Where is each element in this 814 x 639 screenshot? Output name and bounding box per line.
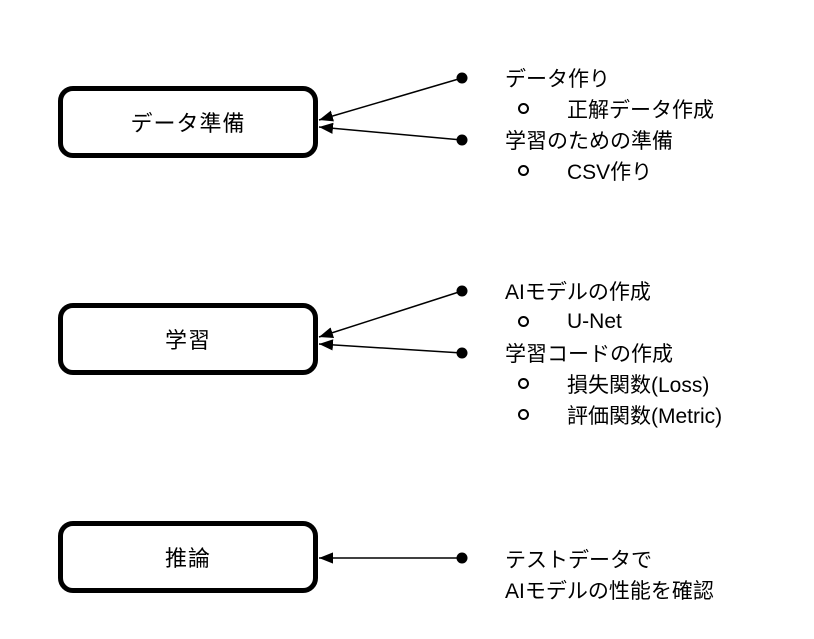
list-subitem: 評価関数(Metric) — [450, 399, 810, 430]
list-item: 学習コードの作成 — [450, 337, 810, 368]
process-box-training: 学習 — [58, 303, 318, 375]
list-item: AIモデルの作成 — [450, 275, 810, 306]
list-item-text: AIモデルの作成 — [505, 280, 651, 304]
arrow-connector — [318, 290, 463, 339]
list-subitem: 正解データ作成 — [450, 93, 810, 124]
list-item-text: AIモデルの性能を確認 — [505, 579, 714, 603]
bullet-list-inference: テストデータで AIモデルの性能を確認 — [450, 543, 810, 605]
hollow-circle-icon — [518, 316, 529, 327]
list-subitem: U-Net — [450, 306, 810, 337]
process-box-label: データ準備 — [130, 111, 246, 136]
list-item-text: 学習のための準備 — [505, 129, 673, 153]
list-item: テストデータで — [450, 543, 810, 574]
arrow-connector — [318, 122, 463, 141]
arrow-connector — [318, 77, 463, 122]
arrow-connector — [318, 339, 463, 354]
hollow-circle-icon — [518, 103, 529, 114]
process-box-label: 推論 — [164, 546, 211, 571]
bullet-list-data-preparation: データ作り 正解データ作成 学習のための準備 CSV作り — [450, 62, 810, 186]
list-item-text: CSV作り — [567, 160, 653, 184]
list-item-text: 正解データ作成 — [567, 98, 714, 122]
list-item-text: データ作り — [505, 67, 610, 91]
list-subitem: 損失関数(Loss) — [450, 368, 810, 399]
list-item-text: テストデータで — [505, 548, 652, 572]
list-item-text: 学習コードの作成 — [505, 342, 673, 366]
list-item-text: 損失関数(Loss) — [567, 373, 710, 397]
hollow-circle-icon — [518, 165, 529, 176]
process-box-inference: 推論 — [58, 521, 318, 593]
list-item-text: U-Net — [567, 309, 622, 333]
list-item-text: 評価関数(Metric) — [567, 404, 723, 428]
process-box-label: 学習 — [164, 328, 211, 353]
hollow-circle-icon — [518, 378, 529, 389]
list-item: データ作り — [450, 62, 810, 93]
hollow-circle-icon — [518, 409, 529, 420]
list-item: 学習のための準備 — [450, 124, 810, 155]
list-subitem: CSV作り — [450, 155, 810, 186]
list-item-continuation: AIモデルの性能を確認 — [450, 574, 810, 605]
process-box-data-preparation: データ準備 — [58, 86, 318, 158]
bullet-list-training: AIモデルの作成 U-Net 学習コードの作成 損失関数(Loss) 評価関数(… — [450, 275, 810, 430]
